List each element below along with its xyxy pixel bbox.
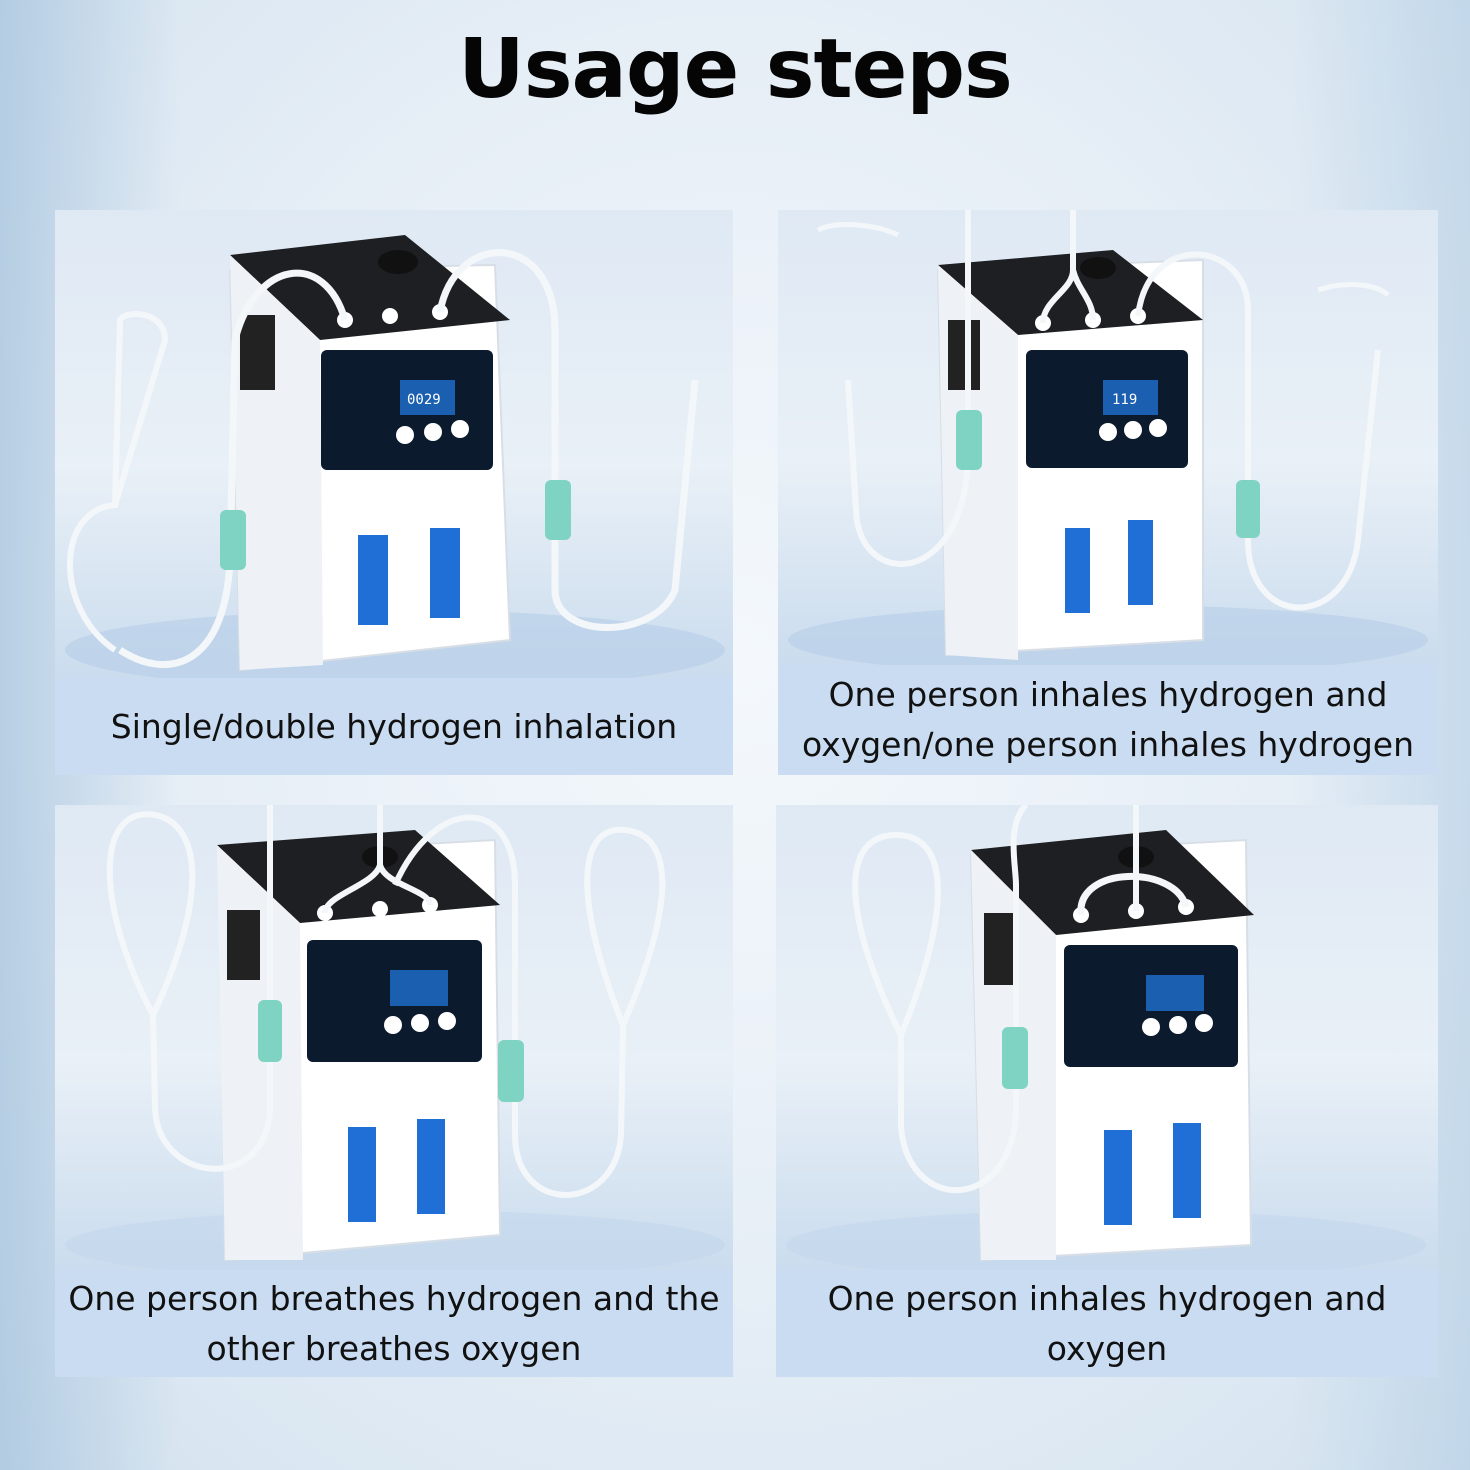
- hydrogen-machine-illustration-1: 0029: [65, 235, 725, 678]
- hydrogen-machine-illustration-4: [786, 805, 1426, 1270]
- usage-step-panel-2: 119 One person inhales hydrogen and oxyg…: [778, 210, 1438, 775]
- page-title: Usage steps: [458, 22, 1013, 117]
- device-photo-2: 119: [778, 210, 1438, 665]
- usage-step-caption-1: Single/double hydrogen inhalation: [55, 678, 733, 775]
- device-photo-4: [776, 805, 1438, 1270]
- hydrogen-machine-illustration-2: 119: [788, 210, 1428, 665]
- usage-step-panel-4: One person inhales hydrogen and oxygen: [776, 805, 1438, 1377]
- usage-step-panel-3: One person breathes hydrogen and the oth…: [55, 805, 733, 1377]
- device-screen-readout-1: 0029: [407, 392, 441, 408]
- device-screen-readout-2: 119: [1112, 392, 1137, 408]
- usage-step-caption-2: One person inhales hydrogen and oxygen/o…: [778, 665, 1438, 775]
- usage-step-caption-3: One person breathes hydrogen and the oth…: [55, 1270, 733, 1377]
- usage-step-panel-1: 0029 Single/double hydrogen inhalation: [55, 210, 733, 775]
- device-photo-3: [55, 805, 733, 1270]
- device-photo-1: 0029: [55, 210, 733, 678]
- usage-step-caption-4: One person inhales hydrogen and oxygen: [776, 1270, 1438, 1377]
- hydrogen-machine-illustration-3: [65, 805, 725, 1270]
